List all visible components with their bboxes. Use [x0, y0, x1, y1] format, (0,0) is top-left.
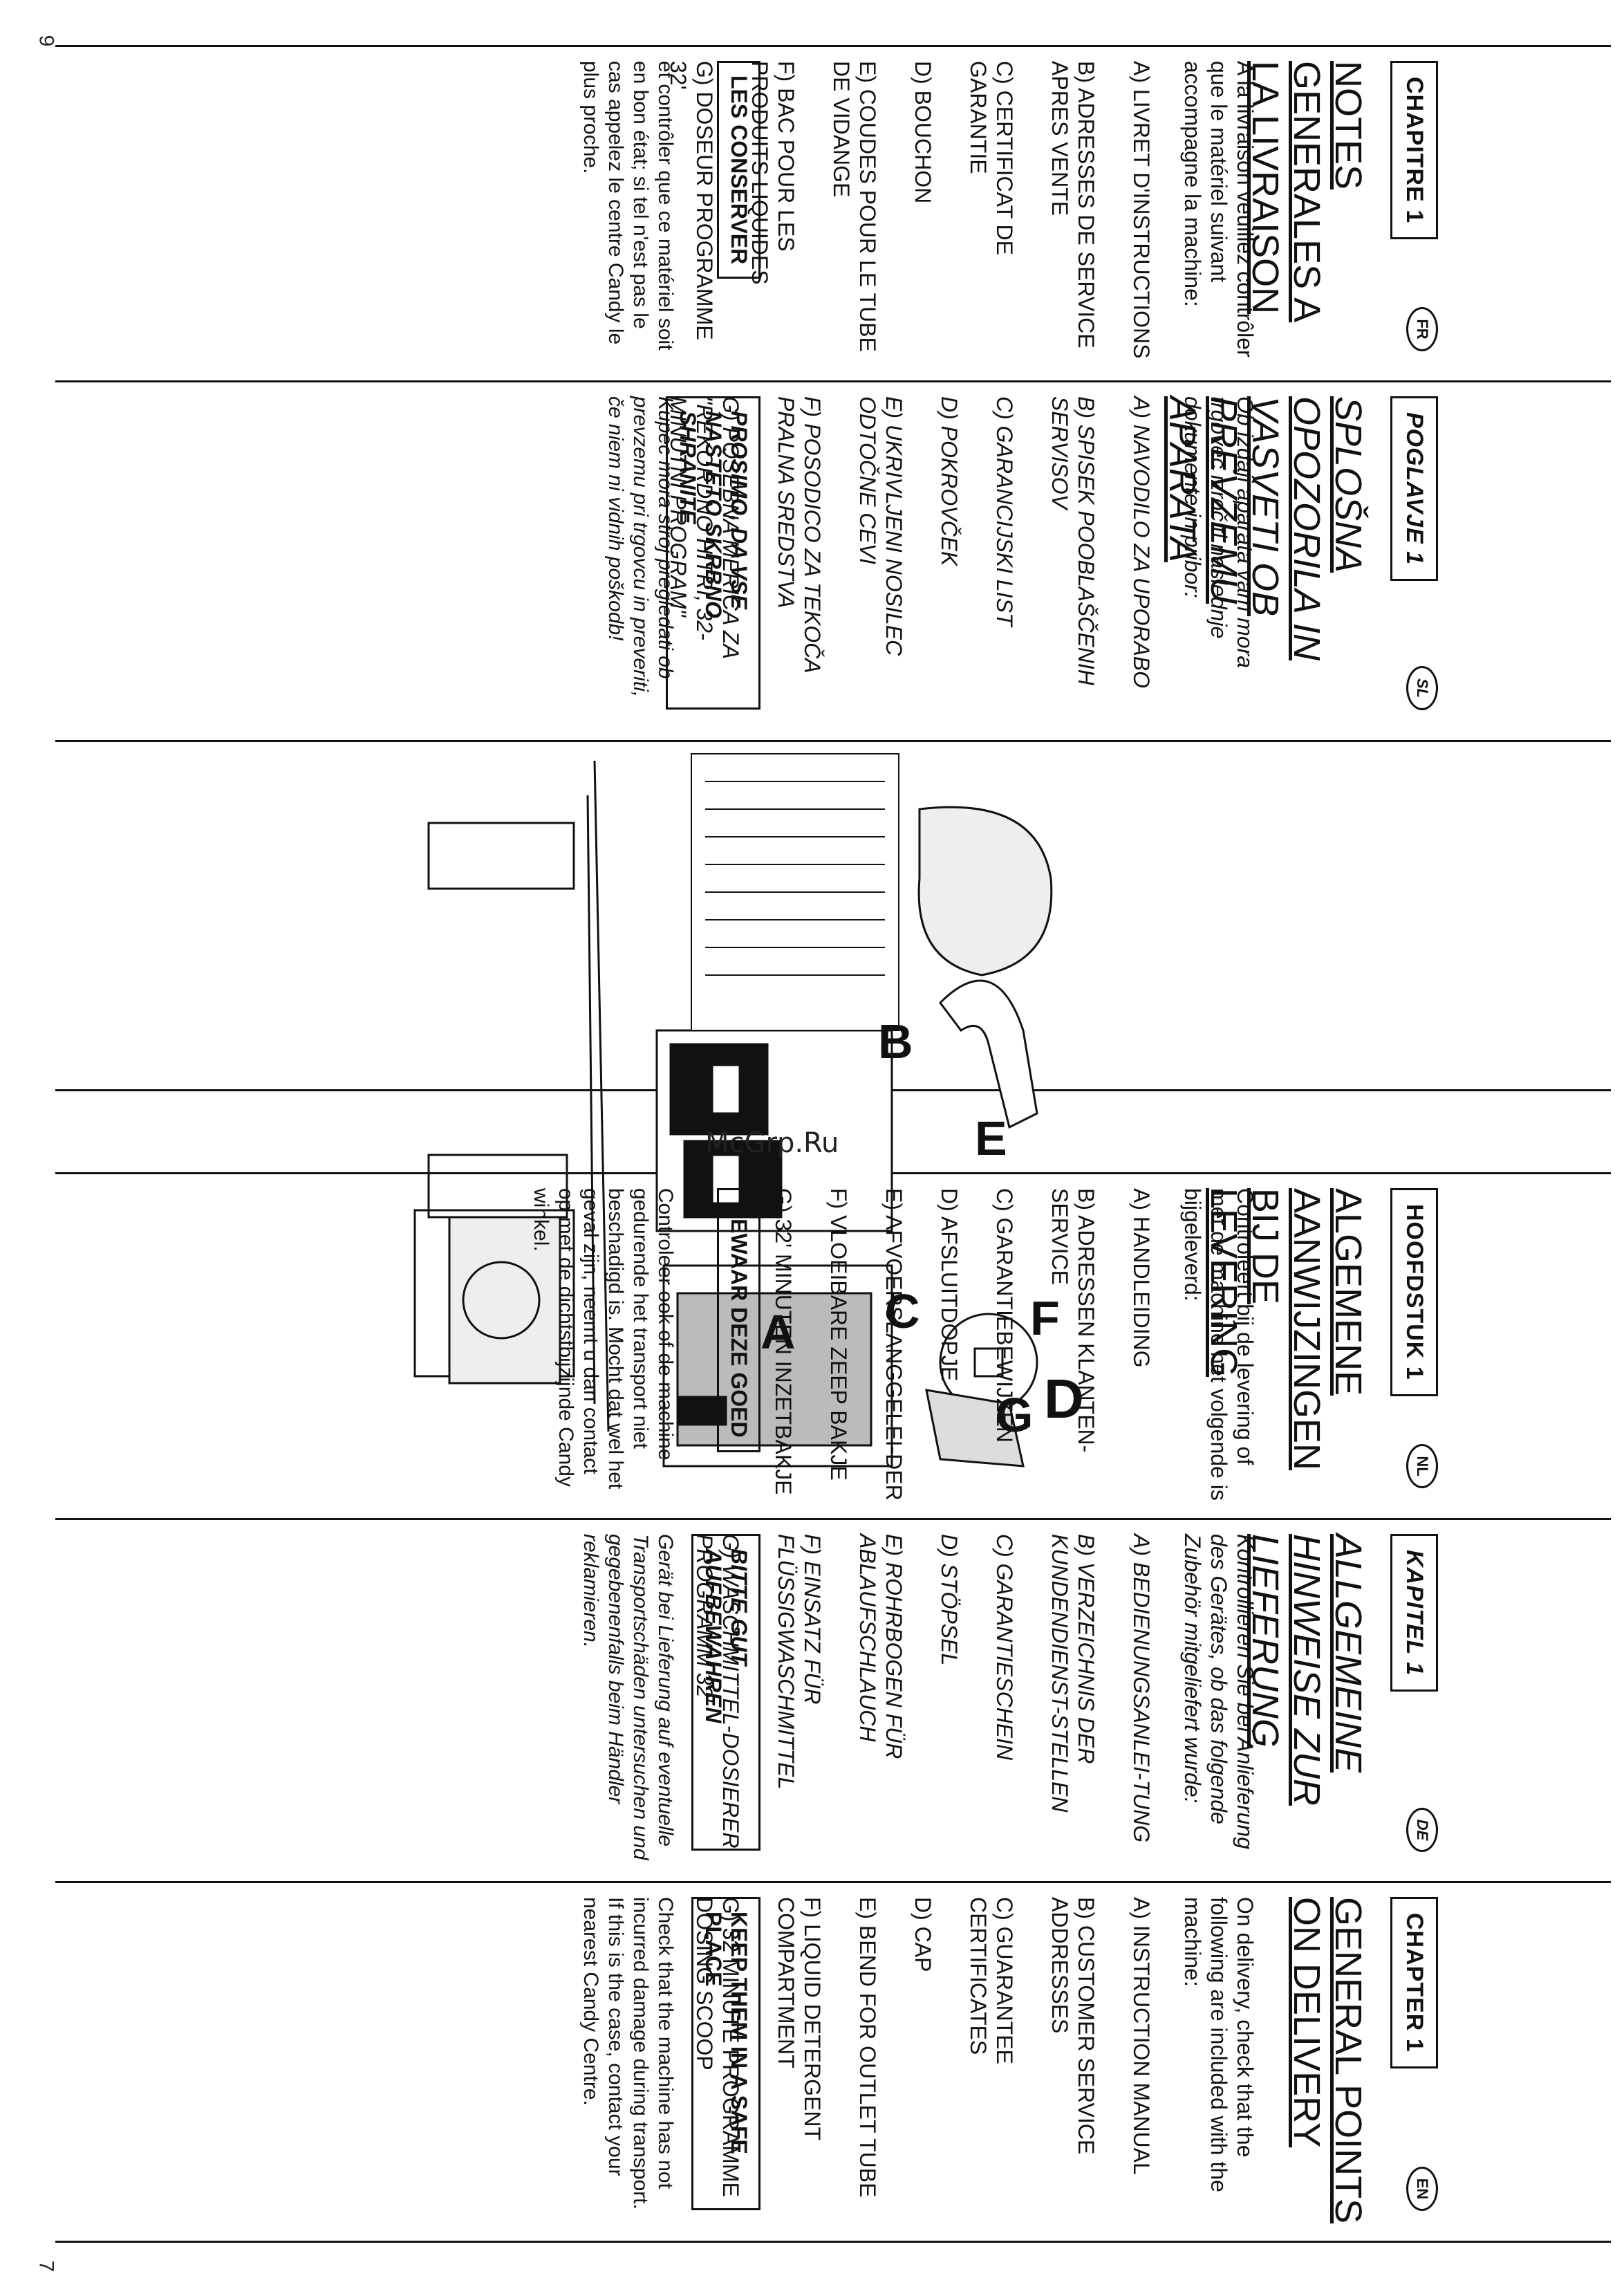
list-item: D) AFSLUITDOPJE — [937, 1188, 962, 1382]
accessories-illustration: A B C D E F G — [387, 740, 1085, 1480]
cap-d-drawing — [939, 1313, 1038, 1412]
divider-top — [55, 45, 1611, 47]
chapter-title: KAPITEL 1 — [1390, 1534, 1438, 1692]
damage-note: Check that the machine has not incurred … — [579, 1897, 677, 2210]
list-item: B) CUSTOMER SERVICE ADDRESSES — [1047, 1897, 1099, 2155]
intro-text: Ob izdaji aparata vam mora trgovec izroč… — [1180, 396, 1258, 669]
section-fr: CHAPITRE 1 FR NOTES GENERALES A LA LIVRA… — [55, 47, 1452, 379]
divider-bottom — [55, 2241, 1611, 2243]
watermark: McGrp.Ru — [705, 1127, 839, 1159]
divider-2 — [55, 740, 1611, 742]
language-badge: EN — [1406, 2167, 1438, 2211]
intro-text: Kontrollieren Sie bei Anlieferung des Ge… — [1180, 1534, 1258, 1849]
list-item: D) BOUCHON — [911, 61, 935, 204]
language-badge: DE — [1406, 1808, 1438, 1852]
list-item: E) AFVOERSLANGGELEI-DER — [881, 1188, 906, 1501]
list-item: G) 32' MINUTEN INZETBAKJE — [771, 1188, 796, 1495]
damage-note: Kupec mora stroj pregledati ob prevzemu … — [604, 396, 677, 698]
list-item: B) VERZEICHNIS DER KUNDENDIENST-STELLEN — [1047, 1534, 1099, 1813]
divider-5 — [55, 1518, 1611, 1520]
booklet-b-drawing — [655, 1029, 893, 1232]
section-sl: POGLAVJE 1 SL SPLOŠNA OPOZORILA IN VASVE… — [55, 382, 1452, 738]
bend-e-drawing — [939, 979, 1038, 1129]
list-item: C) GARANTIESCHEIN — [992, 1534, 1017, 1761]
label-d: D — [1044, 1368, 1084, 1429]
item-list: A) LIVRET D'INSTRUCTIONS B) ADRESSES DE … — [636, 61, 1155, 367]
chapter-title: HOOFDSTUK 1 — [1390, 1188, 1438, 1396]
list-item: F) EINSATZ FÜR FLÜSSIGWASCHMITTEL — [774, 1534, 825, 1790]
chapter-title: POGLAVJE 1 — [1390, 396, 1438, 581]
list-item: A) NAVODILO ZA UPORABO — [1129, 396, 1154, 689]
section-heading: NOTES GENERALES A LA LIVRAISON — [1244, 61, 1369, 323]
keep-notice: PROSIMO, DA VSE NAŠTETO SKRBNO SHRANITE — [666, 396, 760, 710]
list-item: E) ROHRBOGEN FÜR ABLAUFSCHLAUCH — [855, 1534, 906, 1759]
keep-notice: KEEP THEM IN A SAFE PLACE — [691, 1897, 760, 2211]
list-item: E) BEND FOR OUTLET TUBE — [855, 1897, 880, 2198]
keep-notice: BITTE GUT AUFBEWAHREN — [691, 1534, 760, 1851]
damage-note: Controleer ook of de machine gedurende h… — [530, 1188, 677, 1490]
list-item: B) ADRESSEN KLANTEN-SERVICE — [1047, 1188, 1099, 1453]
keep-notice: LES CONSERVER — [717, 61, 760, 279]
scoop-g-drawing — [917, 806, 1053, 976]
intro-text: Controleert bij de levering of met de ma… — [1180, 1188, 1258, 1501]
section-heading: ALLGEMEINE HINWEISE ZUR LIEFERUNG — [1244, 1534, 1369, 1806]
item-list: A) HANDLEIDING B) ADRESSEN KLANTEN-SERVI… — [741, 1188, 1155, 1502]
section-de: KAPITEL 1 DE ALLGEMEINE HINWEISE ZUR LIE… — [55, 1520, 1452, 1880]
list-item: A) BEDIENUNGSANLEI-TUNG — [1129, 1534, 1154, 1843]
label-g: G — [996, 1388, 1033, 1442]
list-item: C) GARANCIJSKI LIST — [992, 396, 1017, 627]
label-a: A — [760, 1305, 796, 1359]
list-item: D) POKROVČEK — [937, 396, 962, 566]
certificate-c-drawing — [691, 753, 899, 1031]
intro-text: On delivery, check that the following ar… — [1180, 1897, 1258, 2192]
section-nl: HOOFDSTUK 1 NL ALGEMENE AANWIJZINGEN BIJ… — [55, 1174, 1452, 1516]
list-item: D) STÖPSEL — [937, 1534, 962, 1666]
label-b: B — [878, 1015, 913, 1068]
damage-note: et contrôler que ce matériel soit en bon… — [579, 61, 677, 351]
list-item: B) ADRESSES DE SERVICE APRES VENTE — [1047, 61, 1099, 349]
damage-note: Gerät bei Lieferung auf eventuelle Trans… — [579, 1534, 677, 1860]
list-item: A) LIVRET D'INSTRUCTIONS — [1129, 61, 1154, 359]
illustration-svg: A B C D E F G — [413, 753, 1084, 1468]
compartment-f-drawing — [925, 1389, 1025, 1468]
list-item: F) LIQUID DETERGENT COMPARTMENT — [774, 1897, 825, 2140]
divider-1 — [55, 380, 1611, 382]
list-item: A) INSTRUCTION MANUAL — [1129, 1897, 1154, 2175]
section-en: CHAPTER 1 EN GENERAL POINTS ON DELIVERY … — [55, 1883, 1452, 2239]
list-item: F) VLOEIBARE ZEEP BAKJE — [826, 1188, 851, 1481]
list-item: B) SPISEK POOBLAŠČENIH SERVISOV — [1047, 396, 1099, 685]
list-item: A) HANDLEIDING — [1129, 1188, 1154, 1368]
booklet-a-drawing — [662, 1264, 893, 1468]
list-item: D) CAP — [911, 1897, 935, 1972]
label-c: C — [885, 1284, 920, 1338]
language-badge: FR — [1406, 307, 1438, 351]
label-f: F — [1030, 1291, 1060, 1345]
divider-6 — [55, 1881, 1611, 1883]
list-item: E) COUDES POUR LE TUBE DE VIDANGE — [829, 61, 880, 352]
page-number-top: 9 — [35, 35, 58, 47]
section-heading: GENERAL POINTS ON DELIVERY — [1286, 1897, 1369, 2224]
list-item: E) UKRIVLJENI NOSILEC ODTOČNE CEVI — [855, 396, 906, 656]
list-item: C) CERTIFICAT DE GARANTIE — [966, 61, 1017, 255]
language-badge: SL — [1406, 666, 1438, 710]
chapter-title: CHAPITRE 1 — [1390, 61, 1438, 240]
label-e: E — [975, 1111, 1007, 1165]
keep-notice: BEWAAR DEZE GOED — [717, 1188, 760, 1452]
page-number-bottom: 7 — [35, 2260, 58, 2272]
intro-text: A la livraison veuillez contrôler que le… — [1180, 61, 1258, 358]
list-item: F) POSODICO ZA TEKOČA PRALNA SREDSTVA — [774, 396, 825, 673]
list-item: C) GARANTIEBEWIJZEN — [992, 1188, 1017, 1443]
list-item: C) GUARANTEE CERTIFICATES — [966, 1897, 1017, 2064]
language-badge: NL — [1406, 1444, 1438, 1488]
chapter-title: CHAPTER 1 — [1390, 1897, 1438, 2068]
washing-machine-drawing — [413, 760, 610, 1432]
